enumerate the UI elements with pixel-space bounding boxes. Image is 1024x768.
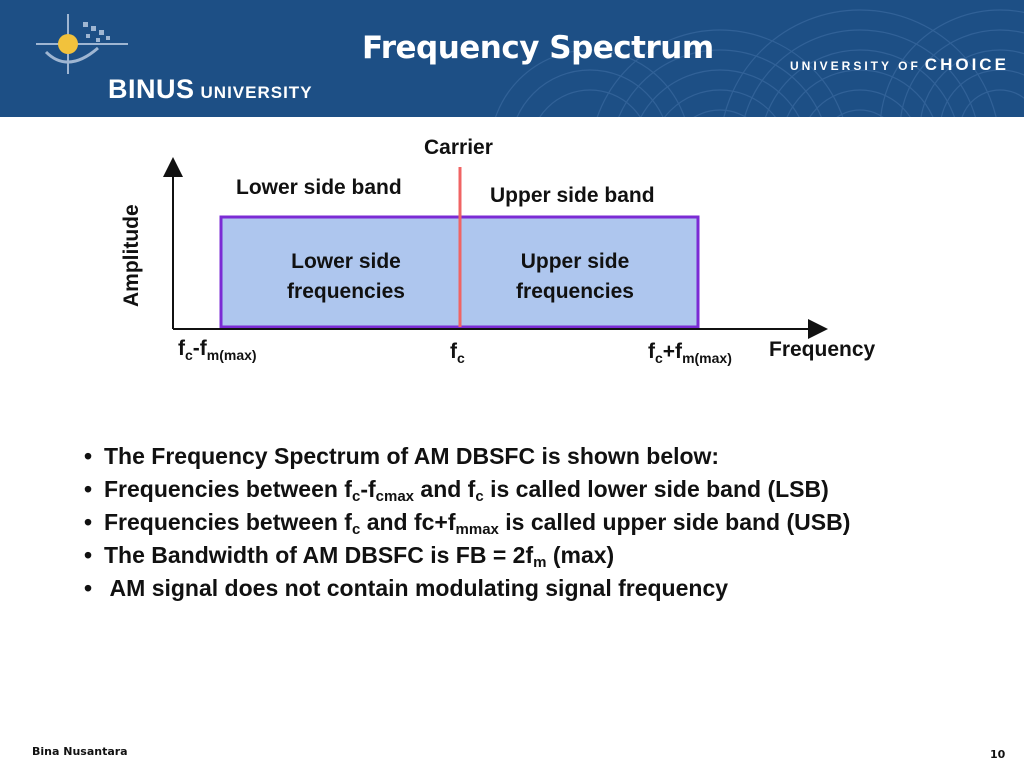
lower-side-band-label: Lower side band xyxy=(236,176,402,199)
page-number: 10 xyxy=(990,748,1006,761)
binus-logo-icon xyxy=(36,14,128,74)
logo-name: BINUS xyxy=(108,74,195,104)
upper-side-frequencies-label: Upper side frequencies xyxy=(470,247,680,307)
footer-organization: Bina Nusantara xyxy=(32,745,128,758)
lower-box-line1: Lower side xyxy=(291,250,401,273)
slide-header: BINUS UNIVERSITY Frequency Spectrum UNIVE… xyxy=(0,0,1024,117)
tagline-big: CHOICE xyxy=(924,55,1009,74)
bullet-item: Frequencies between fc and fc+fmmax is c… xyxy=(84,506,964,539)
binus-logo-text: BINUS UNIVERSITY xyxy=(108,74,313,105)
tagline-small: UNIVERSITY OF xyxy=(790,59,921,73)
tick-fc: fc xyxy=(450,340,465,366)
tick-fc-minus-fm: fc-fm(max) xyxy=(178,337,257,363)
binus-logo: BINUS UNIVERSITY xyxy=(28,14,312,104)
amplitude-axis-label: Amplitude xyxy=(120,204,143,307)
bullet-item: Frequencies between fc-fcmax and fc is c… xyxy=(84,473,964,506)
lower-box-line2: frequencies xyxy=(287,280,405,303)
spectrum-graphic xyxy=(163,157,828,339)
spectrum-diagram: Carrier Lower side band Upper side band … xyxy=(0,117,1024,437)
header-wave-pattern xyxy=(494,9,1024,117)
tick-fc-plus-fm: fc+fm(max) xyxy=(648,340,732,366)
upper-side-band-label: Upper side band xyxy=(490,184,655,207)
bullet-item: The Frequency Spectrum of AM DBSFC is sh… xyxy=(84,440,964,473)
logo-suffix: UNIVERSITY xyxy=(200,83,313,102)
lower-side-frequencies-label: Lower side frequencies xyxy=(240,247,452,307)
frequency-axis-label: Frequency xyxy=(769,338,876,361)
bullet-item: AM signal does not contain modulating si… xyxy=(84,572,964,605)
upper-box-line2: frequencies xyxy=(516,280,634,303)
bullet-item: The Bandwidth of AM DBSFC is FB = 2fm (m… xyxy=(84,539,964,572)
slide-title: Frequency Spectrum xyxy=(362,30,714,66)
upper-box-line1: Upper side xyxy=(520,250,630,273)
carrier-label: Carrier xyxy=(424,136,493,159)
bullet-list: The Frequency Spectrum of AM DBSFC is sh… xyxy=(84,440,964,605)
